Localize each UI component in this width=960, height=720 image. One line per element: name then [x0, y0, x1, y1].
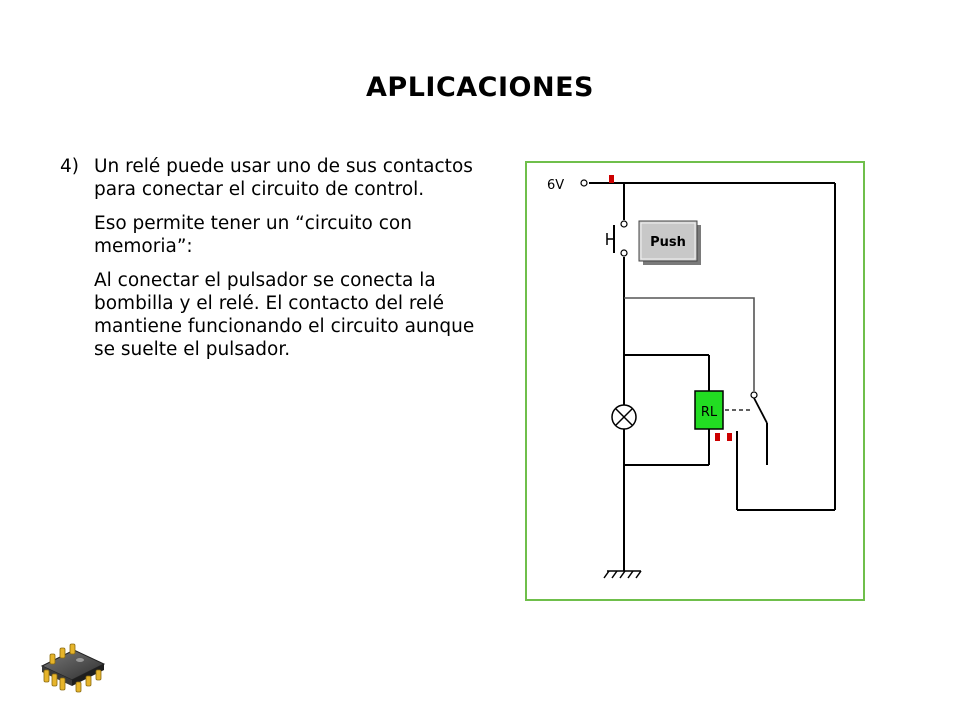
relay-coil: RL	[694, 390, 724, 441]
page-title: APLICACIONES	[366, 72, 594, 103]
relay-label: RL	[701, 405, 718, 420]
lamp-icon	[611, 404, 637, 430]
push-button[interactable]: Push	[638, 220, 701, 265]
paragraph-explanation: Al conectar el pulsador se conecta la bo…	[94, 270, 475, 360]
item-text: Un relé puede usar uno de sus contactos …	[94, 156, 473, 200]
relay-contact-icon	[725, 391, 768, 451]
feedback-wire	[624, 297, 755, 391]
chip-icon	[40, 643, 106, 693]
push-button-label: Push	[650, 235, 686, 250]
ground-icon	[603, 570, 642, 579]
list-item: 4) Un relé puede usar uno de sus contact…	[60, 155, 480, 201]
supply-indicator	[609, 175, 614, 183]
contact-indicator	[727, 433, 732, 441]
item-number: 4)	[60, 156, 79, 177]
circuit-diagram: 6V Push RL	[525, 161, 865, 601]
relay-indicator	[715, 433, 720, 441]
supply-terminal	[580, 179, 588, 187]
paragraph-memory-circuit: Eso permite tener un “circuito con memor…	[94, 213, 412, 257]
slide-body: 4) Un relé puede usar uno de sus contact…	[60, 155, 480, 361]
circuit-svg: 6V Push RL	[547, 175, 836, 579]
supply-label: 6V	[547, 178, 564, 193]
wires	[589, 182, 836, 571]
push-switch	[606, 220, 628, 257]
